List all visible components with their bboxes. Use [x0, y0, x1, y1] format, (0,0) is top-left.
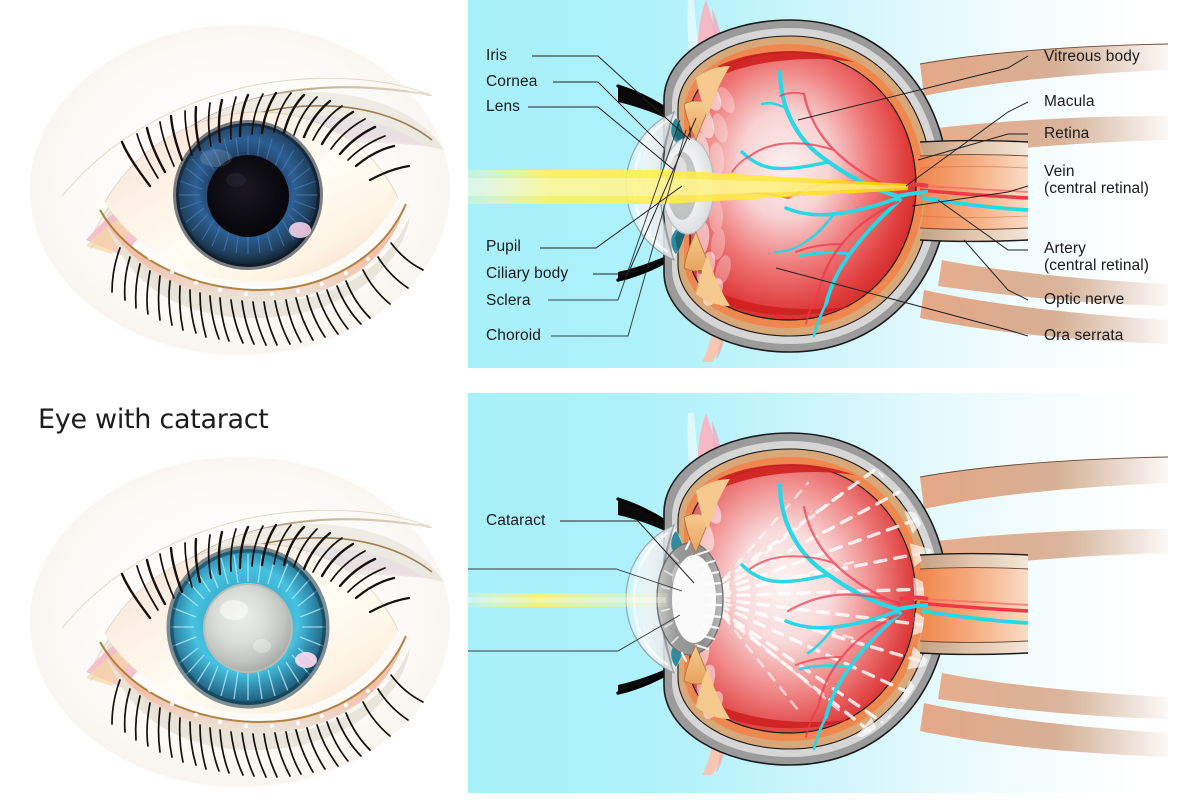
ciliary-body: [683, 66, 730, 306]
cataract-crosssection-art-wrap: [468, 393, 1200, 793]
ora-serrata-point: [698, 270, 702, 274]
brow-soft-line: [61, 77, 433, 197]
label-artery: Artery (central retinal): [1044, 240, 1149, 274]
retina-crescent-bottom: [716, 292, 852, 316]
cataract-sheen: [220, 600, 248, 620]
label-vein-sub: (central retinal): [1044, 180, 1150, 197]
iris-specular-highlight: [295, 652, 317, 668]
label-optic-nerve: Optic nerve: [1044, 291, 1125, 308]
label-ora-serrata: Ora serrata: [1044, 327, 1124, 344]
label-vein-main: Vein: [1044, 163, 1075, 180]
cataract-sheen-2: [253, 639, 271, 653]
retina-crescent-top: [718, 51, 854, 76]
optic-nerve: [919, 552, 1029, 656]
label-choroid: Choroid: [486, 327, 541, 344]
upper-lashes: [120, 523, 411, 620]
label-iris: Iris: [486, 47, 508, 64]
section-title-cataract: Eye with cataract: [38, 404, 269, 435]
retina-crescent-top: [718, 464, 854, 489]
iris-fibers: [178, 136, 318, 254]
label-retina: Retina: [1044, 125, 1090, 142]
lower-lid-skin: [106, 648, 410, 751]
limbal-ring: [173, 120, 323, 270]
light-beam: [468, 170, 908, 204]
iris-specular-highlight: [289, 222, 311, 238]
brow-soft-line: [61, 509, 433, 629]
iris-group: [166, 545, 330, 709]
lid-crease-band: [145, 115, 424, 198]
leader-line-cataract: [560, 520, 695, 584]
lens-opacity-streaks-inner: [661, 554, 679, 644]
waterline: [147, 687, 371, 729]
cataract-external-eye-art: [30, 457, 450, 787]
lower-lashes: [111, 674, 424, 778]
iris-gloss: [200, 149, 232, 167]
label-artery-sub: (central retinal): [1044, 257, 1150, 274]
retina-crescent-bottom: [716, 705, 852, 729]
extraocular-muscles: [919, 456, 1169, 757]
label-lens: Lens: [486, 98, 521, 115]
pupil-sheen: [226, 173, 246, 187]
scattered-light-arrows-secondary: [720, 481, 860, 717]
lower-lashes: [111, 242, 424, 346]
lower-lid-line: [99, 635, 407, 724]
limbal-ring: [166, 545, 330, 709]
optic-nerve: [919, 139, 1029, 243]
cataract-external-eye-panel: [0, 432, 460, 800]
lower-lid-line: [99, 203, 407, 292]
label-vein: Vein (central retinal): [1044, 163, 1149, 197]
label-ciliary-body: Ciliary body: [486, 265, 569, 282]
label-pupil: Pupil: [486, 238, 521, 255]
waterline: [147, 255, 371, 297]
ciliary-body: [683, 479, 730, 719]
leader-lines-right: [775, 55, 1029, 337]
lower-lid-skin: [106, 216, 410, 319]
lens-opacity-streaks: [680, 539, 723, 663]
label-cornea: Cornea: [486, 73, 538, 90]
cataract-pupil-rim: [203, 583, 293, 673]
light-beam-blocked: [468, 593, 668, 607]
normal-external-eye-panel: [0, 0, 460, 368]
normal-crosssection-art-wrap: [468, 0, 1200, 368]
leader-lines-cataract-extra: [468, 568, 683, 652]
optic-disc: [897, 595, 929, 611]
upper-lashes: [120, 91, 411, 188]
retinal-arteries: [749, 505, 902, 738]
label-artery-main: Artery: [1044, 240, 1086, 257]
leader-lines-left: [528, 55, 697, 337]
label-macula: Macula: [1044, 93, 1095, 110]
pupil: [207, 155, 289, 237]
normal-external-eye-art: [30, 25, 450, 355]
cataract-eye-crosssection: [468, 413, 1169, 775]
label-sclera: Sclera: [486, 292, 531, 309]
vitreous-body: [690, 465, 916, 733]
normal-eye-crosssection: [468, 0, 1169, 362]
label-cataract: Cataract: [486, 512, 546, 529]
lid-crease-band: [145, 547, 424, 630]
extraocular-muscles: [919, 43, 1169, 344]
cataract-lens: [656, 539, 724, 663]
label-vitreous-body: Vitreous body: [1044, 48, 1140, 65]
iris-group: [173, 120, 323, 270]
